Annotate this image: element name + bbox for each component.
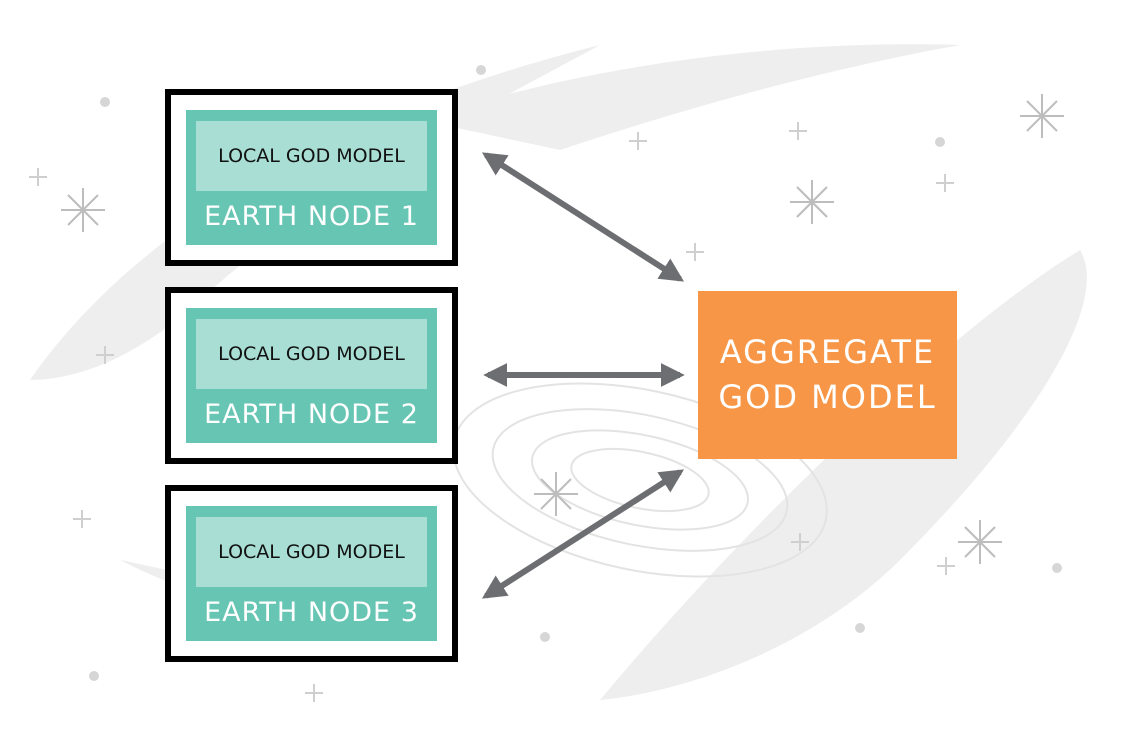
galaxy-ring <box>570 447 710 513</box>
sparkle-star <box>937 557 955 575</box>
sparkle-star <box>96 346 114 364</box>
burst-star <box>61 188 105 232</box>
sparkle-star <box>73 510 91 528</box>
sparkle-star <box>305 684 323 702</box>
star-dot <box>935 137 945 147</box>
burst-star <box>1020 94 1064 138</box>
sparkle-star <box>629 132 647 150</box>
galaxy-swoosh-top <box>420 44 960 150</box>
sparkle-star <box>789 122 807 140</box>
burst-star <box>958 520 1002 564</box>
local-god-model-label: LOCAL GOD MODEL <box>196 517 427 587</box>
earth-node-label: EARTH NODE 1 <box>204 200 419 232</box>
star-dot <box>855 623 865 633</box>
earth-node-3: LOCAL GOD MODEL EARTH NODE 3 <box>165 485 458 662</box>
galaxy-swoosh-right <box>600 250 1087 700</box>
earth-node-panel: LOCAL GOD MODEL EARTH NODE 3 <box>186 506 437 641</box>
star-dot <box>540 632 550 642</box>
local-god-model-label: LOCAL GOD MODEL <box>196 121 427 191</box>
star-dot <box>100 97 110 107</box>
star-dot <box>89 671 99 681</box>
earth-node-label: EARTH NODE 2 <box>204 398 419 430</box>
burst-star <box>790 180 834 224</box>
aggregate-title-line-1: AGGREGATE <box>719 333 936 371</box>
aggregate-god-model-box: AGGREGATE GOD MODEL <box>698 291 957 459</box>
sparkle-star <box>936 174 954 192</box>
local-god-model-label: LOCAL GOD MODEL <box>196 319 427 389</box>
star-dot <box>1052 563 1062 573</box>
star-dot <box>476 65 486 75</box>
earth-node-label: EARTH NODE 3 <box>204 596 419 628</box>
burst-star <box>534 472 578 516</box>
sparkle-star <box>791 533 809 551</box>
aggregate-title-line-2: GOD MODEL <box>718 378 937 416</box>
sparkle-star <box>686 243 704 261</box>
earth-node-panel: LOCAL GOD MODEL EARTH NODE 2 <box>186 308 437 443</box>
earth-node-1: LOCAL GOD MODEL EARTH NODE 1 <box>165 89 458 266</box>
earth-node-panel: LOCAL GOD MODEL EARTH NODE 1 <box>186 110 437 245</box>
sparkle-star <box>29 168 47 186</box>
earth-node-2: LOCAL GOD MODEL EARTH NODE 2 <box>165 287 458 464</box>
